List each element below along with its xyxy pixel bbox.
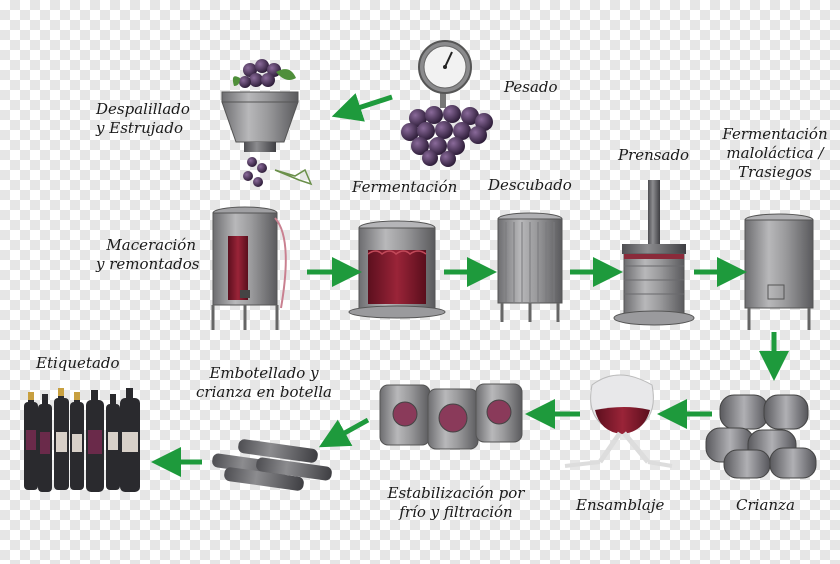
label-despalillado: Despalillado y Estrujado <box>96 100 190 137</box>
label-embotellado: Embotellado y crianza en botella <box>196 364 332 401</box>
arrow-estabilizacion-embotellado <box>318 417 370 448</box>
label-ensamblaje: Ensamblaje <box>576 496 665 514</box>
embotellado-illustration <box>212 439 332 491</box>
arrow-pesado-despalillado <box>331 93 393 122</box>
label-malolactica: Fermentación maloláctica / Trasiegos <box>722 125 828 181</box>
crianza-illustration <box>705 394 817 479</box>
descubado-illustration <box>497 212 563 322</box>
flow-arrows <box>151 93 789 477</box>
label-fermentacion: Fermentación <box>352 178 458 196</box>
maceracion-illustration <box>211 206 287 330</box>
label-maceracion: Maceración y remontados <box>96 236 200 273</box>
label-etiquetado: Etiquetado <box>36 354 120 372</box>
etiquetado-illustration <box>24 388 140 492</box>
prensado-illustration <box>613 180 695 326</box>
label-estabilizacion: Estabilización por frío y filtración <box>387 484 525 521</box>
label-pesado: Pesado <box>504 78 558 96</box>
label-prensado: Prensado <box>618 146 690 164</box>
label-descubado: Descubado <box>488 176 572 194</box>
malolactica-illustration <box>744 213 814 330</box>
estabilizacion-illustration <box>379 383 523 450</box>
despalillado-illustration <box>221 59 313 187</box>
ensamblaje-illustration <box>564 374 673 468</box>
fermentacion-illustration <box>348 220 446 319</box>
pesado-illustration <box>401 40 493 167</box>
label-crianza: Crianza <box>736 496 795 514</box>
